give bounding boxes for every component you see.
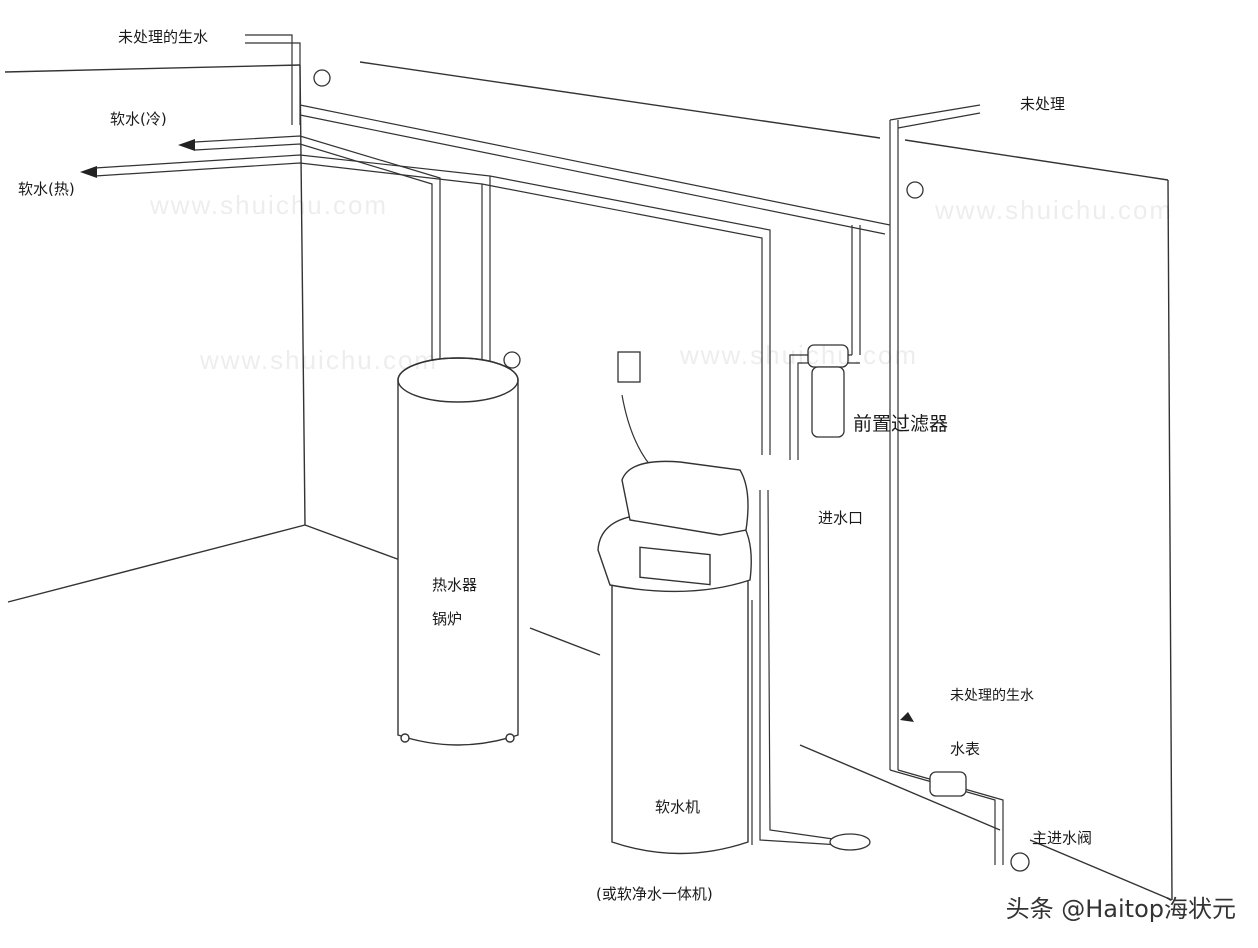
credit-watermark: 头条 @Haitop海状元 <box>1005 895 1236 923</box>
label-pre-filter: 前置过滤器 <box>853 413 949 435</box>
left-wall-corner <box>299 64 306 526</box>
right-riser-pipe <box>889 120 899 770</box>
drain-hoses <box>751 489 841 846</box>
heater-body <box>397 380 519 746</box>
floor-left-edge <box>7 524 306 603</box>
heater-top-face <box>397 357 519 403</box>
floor-right-edge-2 <box>1029 839 1173 901</box>
valve-top-left <box>313 69 331 87</box>
label-caption: (或软净水一体机) <box>596 885 713 903</box>
valve-main <box>1010 852 1030 872</box>
raw-inlet-top-pipe <box>245 34 301 125</box>
floor-right-edge <box>799 744 1001 831</box>
valve-right-riser <box>906 181 924 199</box>
power-outlet <box>617 351 641 383</box>
left-wall-top-edge <box>4 64 301 73</box>
back-wall-top-edge <box>359 61 881 139</box>
right-wall-side <box>1167 179 1173 901</box>
soft-cold-pipe <box>194 135 441 375</box>
label-raw-water-top: 未处理的生水 <box>118 28 209 46</box>
heater-inlet-pipe <box>481 176 491 385</box>
softener-display <box>639 546 711 586</box>
floor-back-edge <box>304 524 401 561</box>
label-soft-cold: 软水(冷) <box>110 110 167 128</box>
watermark: www.shuichu.com <box>935 195 1174 225</box>
watermark: www.shuichu.com <box>200 345 439 375</box>
right-wall-top <box>904 139 1169 181</box>
label-boiler: 锅炉 <box>432 610 463 628</box>
arrow-soft-cold <box>178 139 195 151</box>
main-raw-pipe <box>299 104 891 235</box>
label-main-valve: 主进水阀 <box>1032 829 1093 847</box>
label-water-inlet: 进水口 <box>818 509 864 527</box>
arrow-soft-hot <box>80 166 97 178</box>
label-softener: 软水机 <box>655 798 701 816</box>
label-raw-water-bottom: 未处理的生水 <box>950 688 1034 704</box>
label-raw-right: 未处理 <box>1020 95 1066 113</box>
water-meter-body <box>929 771 967 797</box>
valve-heater <box>503 351 521 369</box>
filter-branch-pipe <box>789 225 861 460</box>
watermark: www.shuichu.com <box>680 340 919 370</box>
heater-foot-right <box>505 733 515 743</box>
pre-filter-housing <box>811 366 845 438</box>
floor-back-edge-2 <box>529 627 601 656</box>
softener-head <box>621 460 749 536</box>
watermark: www.shuichu.com <box>150 190 389 220</box>
heater-foot-left <box>400 733 410 743</box>
label-water-heater: 热水器 <box>432 576 478 594</box>
arrow-raw-bottom <box>900 712 914 722</box>
softener-body <box>611 575 749 855</box>
label-soft-hot: 软水(热) <box>18 180 75 198</box>
label-water-meter: 水表 <box>950 740 981 758</box>
power-cable <box>621 394 651 466</box>
drain-pan <box>829 833 871 851</box>
right-raw-tap-pipe <box>889 104 981 129</box>
